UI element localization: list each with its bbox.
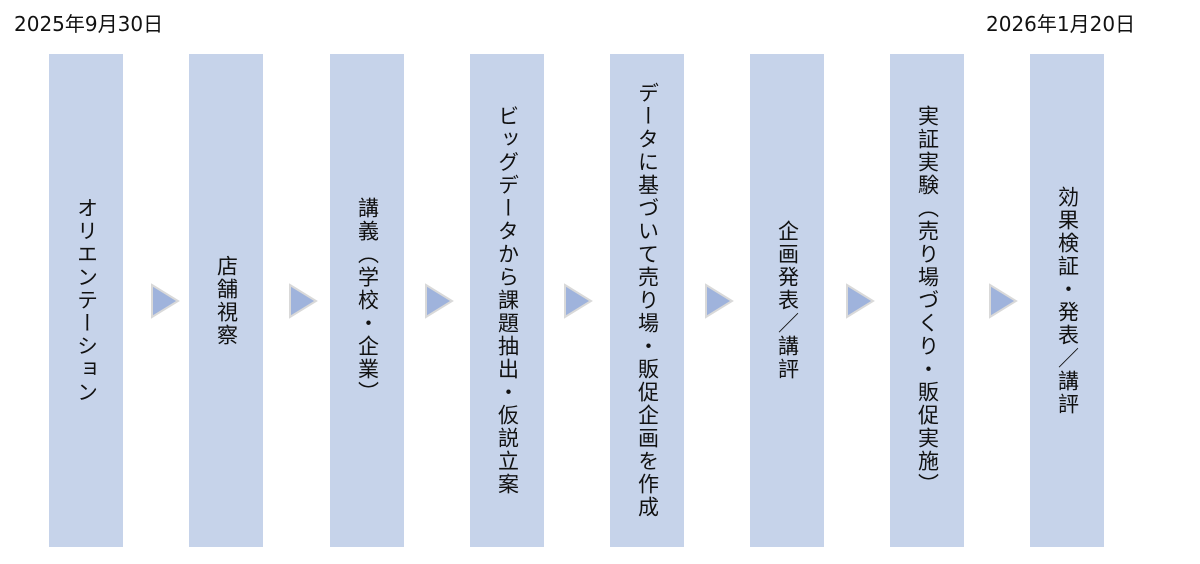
step-4-box: ビッグデータから課題抽出・仮説立案: [470, 54, 544, 547]
step-2-box: 店舗視察: [189, 54, 263, 547]
arrow-right-icon: [705, 283, 734, 319]
arrow-right-icon: [289, 283, 318, 319]
step-label: データに基づいて売り場・販促企画を作成: [635, 82, 660, 519]
step-5-box: データに基づいて売り場・販促企画を作成: [610, 54, 684, 547]
step-label: オリエンテーション: [74, 197, 99, 404]
step-7-box: 実証実験（売り場づくり・販促実施）: [890, 54, 964, 547]
arrow-right-icon: [564, 283, 593, 319]
arrow-right-icon: [846, 283, 875, 319]
step-label: ビッグデータから課題抽出・仮説立案: [495, 105, 520, 496]
arrow-right-icon: [425, 283, 454, 319]
step-label: 効果検証・発表／講評: [1055, 185, 1080, 416]
step-label: 企画発表／講評: [775, 220, 800, 381]
step-label: 講義（学校・企業）: [355, 197, 380, 404]
step-6-box: 企画発表／講評: [750, 54, 824, 547]
arrow-right-icon: [151, 283, 180, 319]
step-label: 店舗視察: [214, 254, 239, 347]
step-8-box: 効果検証・発表／講評: [1030, 54, 1104, 547]
arrow-right-icon: [989, 283, 1018, 319]
step-label: 実証実験（売り場づくり・販促実施）: [915, 105, 940, 496]
end-date: 2026年1月20日: [986, 12, 1136, 36]
start-date: 2025年9月30日: [14, 12, 164, 36]
step-1-box: オリエンテーション: [49, 54, 123, 547]
step-3-box: 講義（学校・企業）: [330, 54, 404, 547]
